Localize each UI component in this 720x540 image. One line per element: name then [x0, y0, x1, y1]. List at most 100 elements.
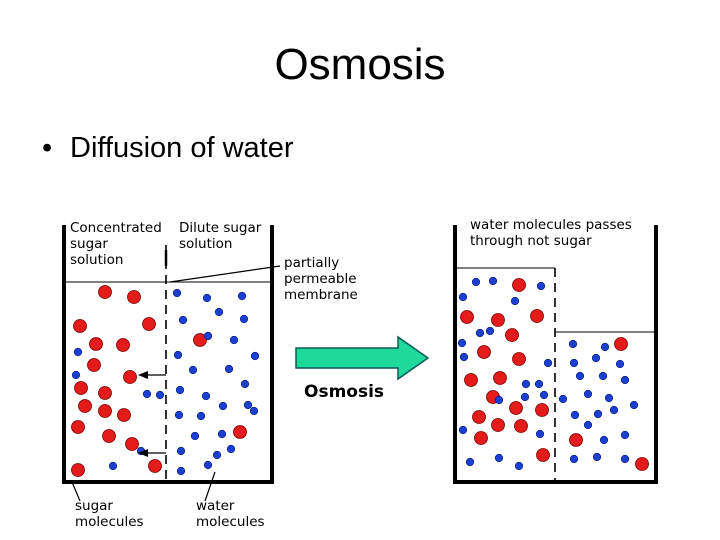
water-molecule [599, 435, 609, 445]
sugar-molecule [98, 386, 112, 400]
water-molecule [458, 292, 468, 302]
water-molecule [73, 347, 83, 357]
water-molecule [520, 392, 530, 402]
sugar-molecule [474, 431, 488, 445]
water-molecule [240, 379, 250, 389]
sugar-molecule [472, 410, 486, 424]
water-movement-arrow-1 [138, 371, 166, 379]
sugar-molecule [87, 358, 101, 372]
sugar-molecule [98, 285, 112, 299]
sugar-molecule [477, 345, 491, 359]
water-molecule [535, 429, 545, 439]
water-molecule [536, 281, 546, 291]
sugar-molecule [491, 313, 505, 327]
water-molecule [620, 375, 630, 385]
sugar-molecule [233, 425, 247, 439]
water-molecule [108, 461, 118, 471]
molecules-layer [71, 276, 649, 477]
water-molecule [250, 351, 260, 361]
water-molecule [488, 276, 498, 286]
water-molecule [459, 352, 469, 362]
sugar-molecule [71, 420, 85, 434]
water-molecule [510, 296, 520, 306]
water-molecule [175, 385, 185, 395]
water-molecule [239, 314, 249, 324]
sugar-molecule [89, 337, 103, 351]
water-molecule [629, 400, 639, 410]
slide-title: Osmosis [274, 40, 446, 89]
sugar-molecule [74, 381, 88, 395]
water-molecule [570, 410, 580, 420]
sugar-molecule [509, 401, 523, 415]
sugar-molecule [193, 333, 207, 347]
water-molecule [620, 430, 630, 440]
sugar-molecule [464, 373, 478, 387]
water-molecule [575, 371, 585, 381]
water-molecule [593, 409, 603, 419]
water-molecule [494, 453, 504, 463]
sugar-molecule [512, 352, 526, 366]
sugar-molecule [614, 337, 628, 351]
water-molecule [598, 371, 608, 381]
water-molecule [514, 461, 524, 471]
water-molecule [202, 293, 212, 303]
water-molecule [620, 454, 630, 464]
sugar-molecule [142, 317, 156, 331]
sugar-molecule [491, 418, 505, 432]
bullet-text: Diffusion of water [70, 132, 294, 164]
sugar-molecule [514, 419, 528, 433]
water-molecule [71, 370, 81, 380]
water-molecule [604, 393, 614, 403]
water-molecule [465, 457, 475, 467]
water-molecule [190, 431, 200, 441]
water-molecule [543, 358, 553, 368]
sugar-molecule [493, 371, 507, 385]
water-molecule [226, 444, 236, 454]
sugar-molecule [71, 463, 85, 477]
water-molecule [457, 338, 467, 348]
bullet-item: • Diffusion of water [42, 132, 294, 165]
sugar-molecule [635, 457, 649, 471]
water-molecule [201, 391, 211, 401]
water-molecule [196, 411, 206, 421]
sugar-molecule [102, 429, 116, 443]
water-molecule [534, 379, 544, 389]
sugar-molecule [148, 459, 162, 473]
water-molecule [471, 277, 481, 287]
bullet-dot-icon: • [42, 132, 53, 164]
water-molecule [224, 364, 234, 374]
water-molecule [609, 405, 619, 415]
process-label: Osmosis [304, 382, 384, 402]
sugar-molecule [73, 319, 87, 333]
water-molecule [212, 450, 222, 460]
water-molecule [243, 400, 253, 410]
water-molecule [217, 429, 227, 439]
water-molecule [237, 291, 247, 301]
membrane-pointer-line [169, 265, 281, 283]
water-molecule [176, 446, 186, 456]
water-molecule [142, 389, 152, 399]
water-molecule [203, 331, 213, 341]
water-molecule [178, 315, 188, 325]
water-molecule [539, 390, 549, 400]
water-molecule [155, 390, 165, 400]
sugar-molecule [116, 338, 130, 352]
water-molecule [173, 350, 183, 360]
sugar-molecule [512, 278, 526, 292]
sugar-molecule [117, 408, 131, 422]
water-molecule [485, 326, 495, 336]
water-molecule [583, 389, 593, 399]
water-molecule [229, 335, 239, 345]
water-molecule [591, 353, 601, 363]
sugar-molecule [530, 309, 544, 323]
sugar-molecule [460, 310, 474, 324]
water-molecule [569, 358, 579, 368]
water-molecule [568, 339, 578, 349]
left-beaker [62, 225, 274, 484]
